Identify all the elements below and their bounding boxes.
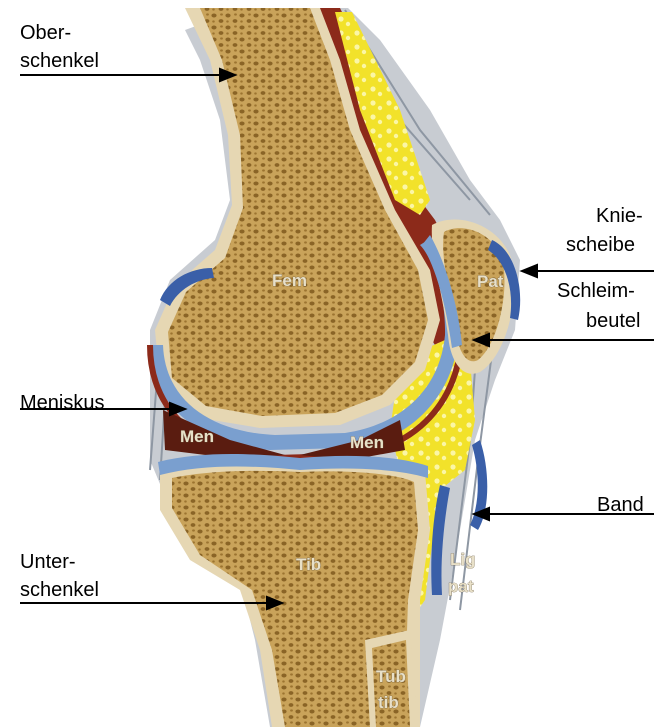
- tag-tuberosity-1: Tub: [376, 667, 406, 686]
- tag-ligament-1: Lig: [450, 550, 476, 569]
- tag-tuberosity-2: tib: [378, 693, 399, 712]
- label-oberschenkel-2: schenkel: [20, 48, 99, 74]
- label-band: Band: [597, 492, 644, 518]
- tag-tibia: Tib: [296, 555, 321, 574]
- tag-meniscus-right: Men: [350, 433, 384, 452]
- label-schleimbeutel-2: beutel: [586, 308, 641, 334]
- label-schleimbeutel-1: Schleim-: [557, 278, 635, 304]
- label-oberschenkel-1: Ober-: [20, 20, 71, 46]
- label-unterschenkel-2: schenkel: [20, 577, 99, 603]
- tag-meniscus-left: Men: [180, 427, 214, 446]
- arrowhead-kniescheibe: [522, 265, 537, 277]
- tag-femur: Fem: [272, 271, 307, 290]
- label-unterschenkel-1: Unter-: [20, 549, 76, 575]
- tag-patella: Pat: [477, 272, 504, 291]
- tag-ligament-2: pat: [448, 577, 474, 596]
- label-kniescheibe-1: Knie-: [596, 203, 643, 229]
- label-kniescheibe-2: scheibe: [566, 232, 635, 258]
- label-meniskus: Meniskus: [20, 390, 130, 416]
